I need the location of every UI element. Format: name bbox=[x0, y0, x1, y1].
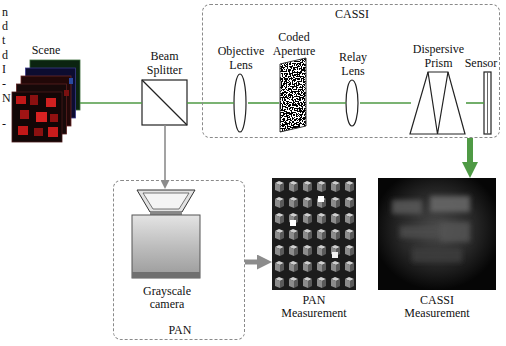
lens-box: Objective Lens bbox=[234, 75, 248, 133]
light-path bbox=[466, 102, 484, 104]
margin-text: d bbox=[2, 20, 8, 33]
node-label: PAN Measurement bbox=[272, 294, 356, 321]
margin-text: - bbox=[2, 118, 6, 131]
margin-text: - bbox=[2, 78, 6, 91]
margin-text: t bbox=[2, 34, 5, 47]
cassi-group: CASSIObjective LensCoded ApertureRelay L… bbox=[202, 4, 500, 138]
sensor-box: Sensor bbox=[484, 73, 493, 135]
light-path bbox=[309, 102, 346, 104]
node-label: Objective Lens bbox=[212, 45, 270, 72]
light-path bbox=[245, 260, 263, 265]
aperture-box: Coded Aperture bbox=[279, 61, 309, 135]
node-label: Dispersive Prism bbox=[408, 43, 470, 70]
node-label: Scene bbox=[16, 44, 76, 57]
margin-text: n bbox=[2, 6, 8, 19]
grayscale-camera bbox=[132, 190, 200, 278]
beam-splitter-box: Beam Splitter bbox=[142, 80, 187, 125]
coded-aperture bbox=[278, 56, 310, 136]
objective-lens bbox=[234, 74, 246, 132]
scene-cube bbox=[12, 60, 80, 142]
pan-measurement-image bbox=[272, 178, 356, 290]
pan-group: PAN Grayscale camera bbox=[113, 180, 245, 340]
dispersive-prism bbox=[410, 72, 465, 134]
light-path bbox=[187, 102, 234, 104]
beam-splitter bbox=[142, 80, 187, 125]
light-path bbox=[360, 102, 411, 104]
sensor bbox=[484, 72, 491, 134]
camera-box: Grayscale camera bbox=[131, 189, 203, 281]
node-label: Relay Lens bbox=[333, 51, 373, 78]
relay-lens bbox=[346, 80, 358, 126]
margin-text: I bbox=[2, 63, 6, 76]
light-path bbox=[164, 125, 166, 184]
cassi-measurement-image bbox=[378, 178, 496, 290]
node-label: Sensor bbox=[460, 57, 502, 70]
scene-box: Scene bbox=[12, 60, 80, 142]
node-label: CASSI Measurement bbox=[392, 294, 482, 321]
node-label: CASSI bbox=[312, 8, 392, 21]
margin-text: d bbox=[2, 49, 8, 62]
node-label: Grayscale camera bbox=[135, 285, 199, 312]
measurement-box: PAN Measurement bbox=[272, 178, 356, 290]
lens-box: Relay Lens bbox=[346, 81, 360, 127]
light-path bbox=[80, 102, 142, 104]
light-path bbox=[467, 138, 473, 168]
prism-box: Dispersive Prism bbox=[411, 73, 466, 135]
margin-text: N bbox=[2, 92, 11, 105]
light-path bbox=[248, 102, 279, 104]
node-label: Coded Aperture bbox=[265, 31, 323, 58]
measurement-box: CASSI Measurement bbox=[378, 178, 496, 290]
node-label: Beam Splitter bbox=[140, 50, 190, 77]
node-label: PAN bbox=[140, 324, 220, 337]
